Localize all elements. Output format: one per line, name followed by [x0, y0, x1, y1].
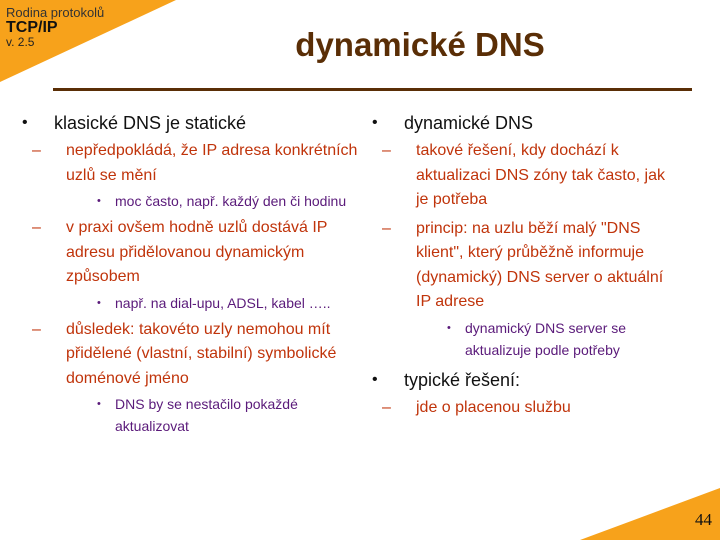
left-column: • klasické DNS je statické – nepředpoklá…: [22, 104, 362, 437]
corner-decoration-top-left: [0, 0, 176, 82]
bullet-icon: •: [22, 114, 28, 131]
corner-decoration-bottom-right: [580, 488, 720, 540]
sub-bullet-item: • moc často, např. každý den či hodinu: [22, 190, 362, 212]
title-underline: [53, 88, 692, 91]
small-bullet-icon: •: [97, 296, 101, 309]
bullet-typical-solution: • typické řešení:: [372, 369, 521, 390]
dash-icon: –: [32, 219, 41, 236]
bullet-icon: •: [372, 370, 378, 388]
dash-item: – v praxi ovšem hodně uzlů dostává IP ad…: [22, 216, 362, 290]
dash-item: – princip: na uzlu běží malý "DNS klient…: [372, 217, 672, 315]
series-label: Rodina protokolů TCP/IP v. 2.5: [6, 6, 104, 49]
series-protocol: TCP/IP: [6, 18, 58, 36]
dash-icon: –: [32, 142, 41, 159]
dash-icon: –: [32, 320, 41, 338]
small-bullet-icon: •: [97, 398, 101, 410]
slide-title: dynamické DNS: [295, 26, 545, 63]
sub-bullet-item: • dynamický DNS server se aktualizuje po…: [372, 317, 672, 361]
right-column: • dynamické DNS – takové řešení, kdy doc…: [372, 104, 672, 420]
small-bullet-icon: •: [447, 321, 451, 334]
dash-icon: –: [382, 219, 391, 237]
dash-item: – jde o placenou službu: [372, 396, 672, 421]
sub-bullet-item: • DNS by se nestačilo pokaždé aktualizov…: [22, 393, 362, 437]
dash-icon: –: [382, 142, 391, 159]
dash-icon: –: [382, 398, 391, 416]
page-number: 44: [695, 510, 712, 529]
dash-item: – nepředpokládá, že IP adresa konkrétníc…: [22, 139, 362, 188]
dash-item: – takové řešení, kdy dochází k aktualiza…: [372, 139, 672, 213]
bullet-icon: •: [372, 114, 378, 131]
bullet-dynamic-dns: • dynamické DNS: [372, 113, 534, 133]
series-version: v. 2.5: [6, 35, 35, 50]
bullet-static-dns: • klasické DNS je statické: [22, 113, 247, 133]
dash-item: – důsledek: takovéto uzly nemohou mít př…: [22, 318, 362, 392]
small-bullet-icon: •: [97, 195, 101, 207]
series-name: Rodina protokolů: [6, 5, 105, 20]
sub-bullet-item: • např. na dial-upu, ADSL, kabel …..: [22, 292, 362, 314]
